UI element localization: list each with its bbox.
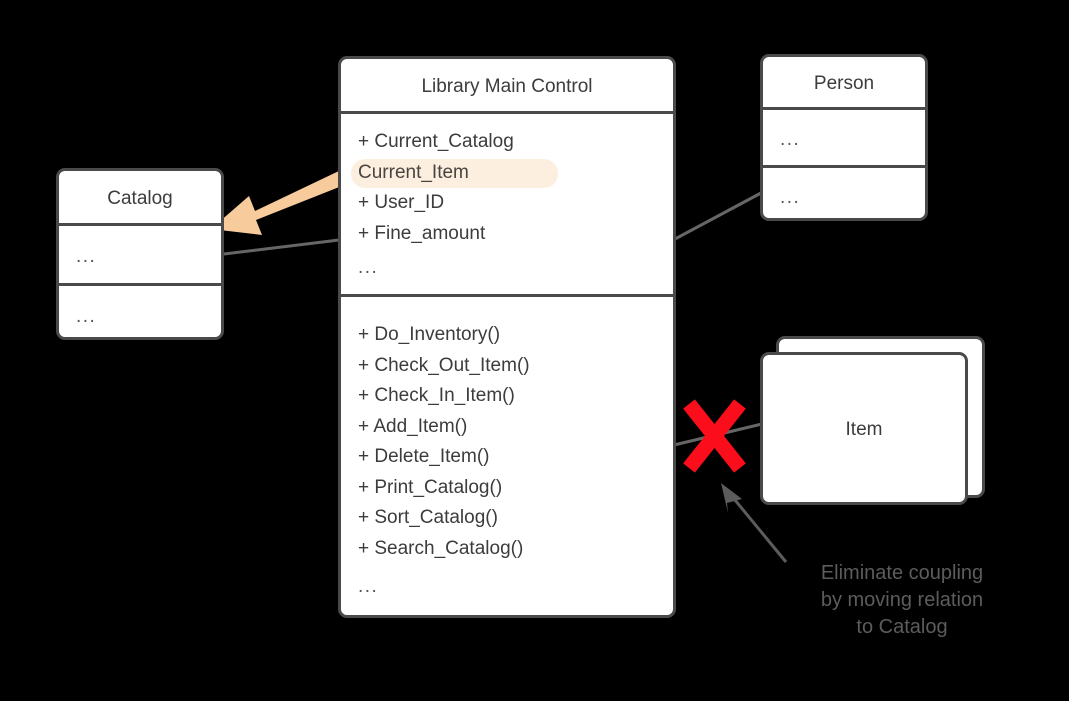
- association-library-person: [674, 191, 762, 241]
- annotation-line: to Catalog: [856, 616, 948, 638]
- annotation-line: by moving relation: [820, 589, 984, 611]
- association-catalog-library: [223, 238, 340, 256]
- class-name-library-main-control: Library Main Control: [421, 76, 593, 97]
- compartment-divider: [59, 223, 221, 226]
- method-row: + Check_Out_Item(): [358, 354, 530, 376]
- compartment-divider: [59, 283, 221, 286]
- method-row: + Do_Inventory(): [358, 324, 501, 345]
- class-box-catalog[interactable]: Catalog ... ...: [56, 168, 224, 340]
- compartment-divider: [341, 294, 673, 297]
- class-box-person[interactable]: Person ... ...: [760, 54, 928, 221]
- compartment-divider: [341, 111, 673, 114]
- method-list-ellipsis: ...: [358, 576, 379, 597]
- compartment-divider: [763, 165, 925, 168]
- method-row: + Add_Item(): [358, 415, 468, 437]
- class-box-item[interactable]: Item: [760, 352, 968, 505]
- class-name-catalog: Catalog: [107, 188, 173, 209]
- association-library-item: [673, 422, 763, 447]
- method-row: + Print_Catalog(): [358, 476, 503, 498]
- method-row: + Sort_Catalog(): [358, 507, 498, 528]
- annotation-text: Eliminate coupling by moving relation to C…: [782, 560, 1022, 641]
- person-attributes-ellipsis: ...: [780, 129, 801, 150]
- attribute-row: + Current_Catalog: [358, 131, 514, 152]
- method-row: + Delete_Item(): [358, 446, 490, 467]
- attribute-list-ellipsis: ...: [358, 257, 379, 278]
- attribute-row: + User_ID: [358, 192, 445, 213]
- attribute-row: Current_Item: [351, 158, 558, 189]
- catalog-methods-ellipsis: ...: [76, 306, 97, 327]
- class-name-item: Item: [845, 419, 883, 440]
- catalog-attributes-ellipsis: ...: [76, 246, 97, 267]
- red-x-icon: [683, 399, 746, 473]
- person-methods-ellipsis: ...: [780, 187, 801, 208]
- method-row: + Search_Catalog(): [358, 537, 524, 559]
- annotation-line: Eliminate coupling: [820, 562, 984, 584]
- compartment-divider: [763, 107, 925, 110]
- method-row: + Check_In_Item(): [358, 385, 515, 406]
- class-name-person: Person: [813, 73, 875, 94]
- method-list: + Do_Inventory() + Check_Out_Item() + Chec…: [358, 320, 530, 564]
- attribute-row: + Fine_amount: [358, 222, 486, 244]
